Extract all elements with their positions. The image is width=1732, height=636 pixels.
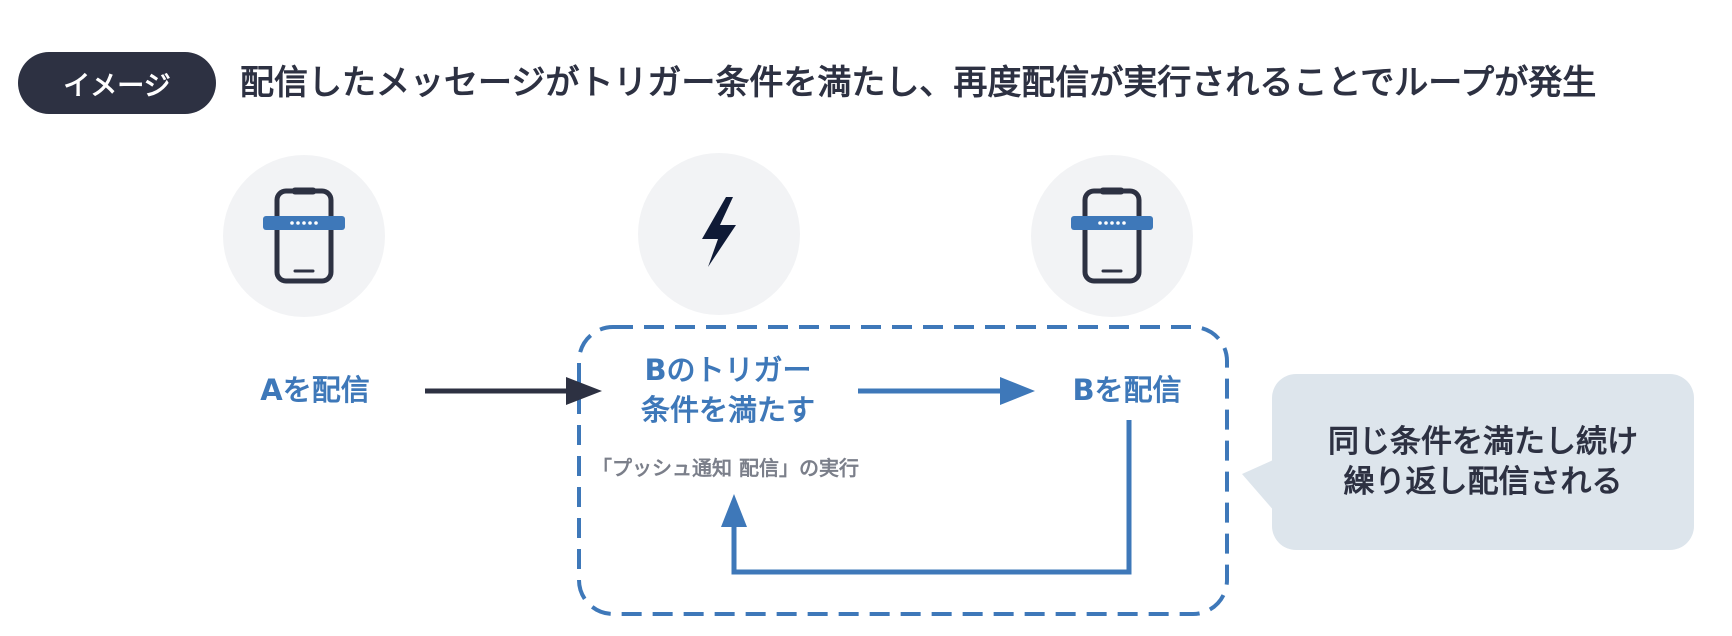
node-a-icon-circle [223, 155, 385, 317]
node-trigger-sub-label: 「プッシュ通知 配信」の実行 [592, 456, 859, 480]
callout-bubble [1272, 374, 1694, 550]
page-title: 配信したメッセージがトリガー条件を満たし、再度配信が実行されることでループが発生 [240, 63, 1597, 103]
loop-dashed-box [577, 325, 1229, 616]
loop-back-arrow-line [731, 420, 1132, 575]
lightning-icon [702, 197, 736, 267]
node-trigger-icon-circle [638, 153, 800, 315]
smartphone-notification-icon [263, 187, 345, 284]
node-trigger-label-line2: 条件を満たす [640, 393, 815, 427]
arrow-trigger-to-b-head [1000, 377, 1035, 405]
node-a-label: Aを配信 [260, 373, 370, 407]
image-badge: イメージ [18, 52, 216, 114]
node-trigger-label: Bのトリガー 条件を満たす [618, 350, 838, 430]
callout-text: 同じ条件を満たし続け 繰り返し配信される [1272, 374, 1694, 550]
callout-line1: 同じ条件を満たし続け [1328, 424, 1638, 460]
image-badge-label: イメージ [63, 70, 171, 102]
smartphone-notification-icon [1071, 187, 1153, 284]
callout-line2: 繰り返し配信される [1343, 464, 1623, 500]
loop-back-arrow-head [721, 494, 747, 527]
node-b-icon-circle [1031, 155, 1193, 317]
arrow-a-to-trigger-head [566, 377, 602, 405]
node-trigger-label-line1: Bのトリガー [644, 353, 812, 387]
node-b-label: Bを配信 [1072, 373, 1182, 407]
